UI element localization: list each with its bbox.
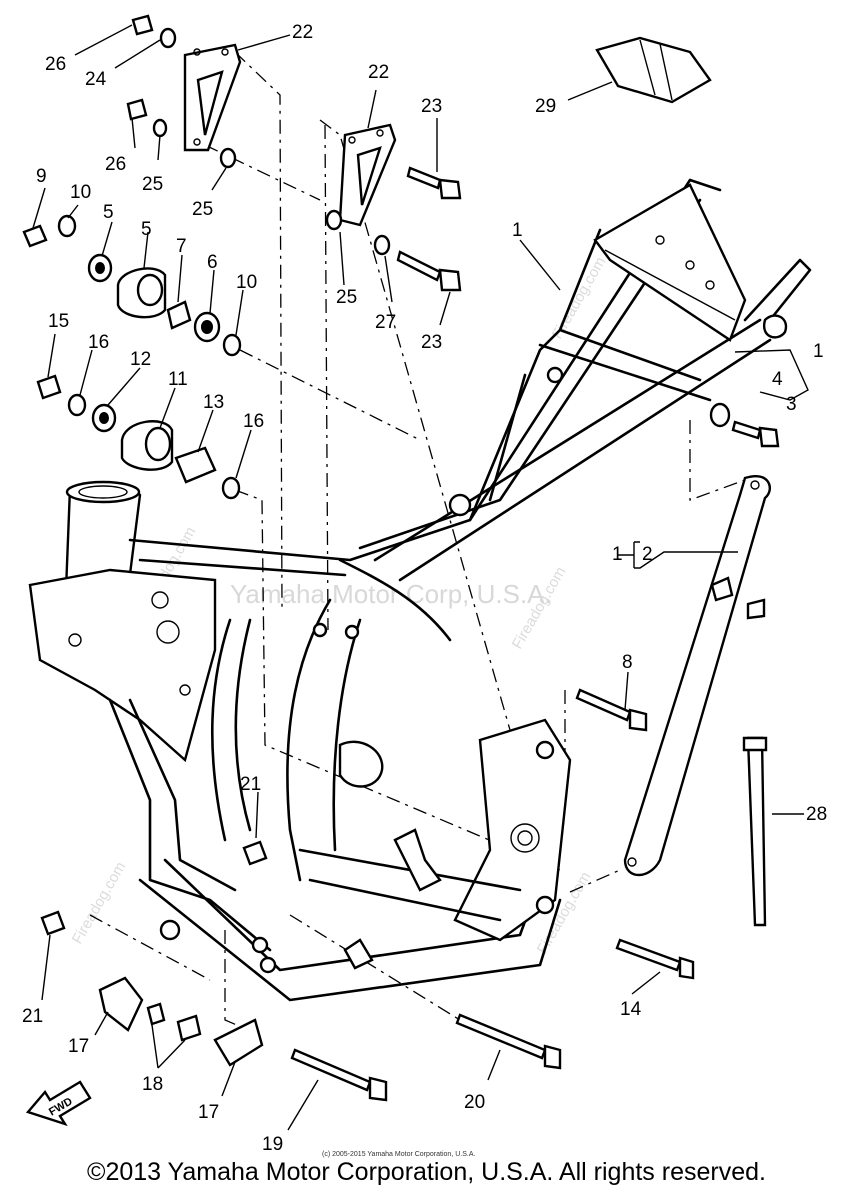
watermark-yamaha: Yamaha Motor Corp, U.S.A. (230, 579, 552, 609)
callout-26b: 26 (105, 154, 126, 175)
callout-29: 29 (535, 96, 556, 117)
callout-17b: 17 (198, 1102, 219, 1123)
callout-19: 19 (262, 1134, 283, 1155)
leader-lines (89, 51, 746, 1036)
cable-strap (742, 736, 768, 927)
callout-16a: 16 (88, 332, 109, 353)
hardware-lower (40, 840, 268, 1067)
callout-14: 14 (620, 999, 642, 1020)
callout-7: 7 (176, 236, 187, 257)
callout-1b: 1 (813, 341, 824, 362)
callout-24: 24 (85, 69, 107, 90)
hardware-left (22, 14, 780, 500)
callout-5b: 5 (141, 219, 152, 240)
callout-28: 28 (806, 804, 827, 825)
callout-5a: 5 (103, 202, 114, 223)
callout-10b: 10 (236, 272, 257, 293)
callout-25a: 25 (142, 174, 163, 195)
callout-22b: 22 (368, 62, 389, 83)
callout-21a: 21 (240, 774, 261, 795)
callout-25b: 25 (192, 199, 213, 220)
callout-17a: 17 (68, 1036, 89, 1057)
callout-2: 2 (642, 544, 653, 565)
callout-1c: 1 (612, 544, 623, 565)
main-frame (28, 178, 812, 1002)
fwd-arrow-icon: FWD (25, 1080, 92, 1127)
callouts: 26 24 22 26 25 25 22 23 29 9 10 5 5 7 6 … (22, 22, 827, 1155)
callout-16b: 16 (243, 411, 264, 432)
callout-4: 4 (772, 369, 783, 390)
bolt-23-lower (396, 250, 462, 292)
callout-20: 20 (464, 1092, 485, 1113)
watermark-site-4: Fireadog.com (69, 859, 130, 947)
callout-21b: 21 (22, 1006, 43, 1027)
callout-15: 15 (48, 311, 69, 332)
rubber-damper (595, 36, 712, 104)
long-bolts (290, 688, 695, 1102)
callout-26: 26 (45, 54, 66, 75)
copyright-notice: ©2013 Yamaha Motor Corporation, U.S.A. A… (87, 1158, 766, 1186)
callout-9: 9 (36, 166, 47, 187)
small-credit: (c) 2005-2015 Yamaha Motor Corporation, … (322, 1151, 475, 1158)
callout-12: 12 (130, 349, 151, 370)
engine-bracket-upper-right (338, 123, 397, 227)
callout-23b: 23 (421, 332, 442, 353)
callout-3: 3 (786, 394, 797, 415)
callout-18: 18 (142, 1074, 163, 1095)
callout-10a: 10 (70, 182, 91, 203)
callout-11: 11 (168, 369, 188, 390)
callout-23a: 23 (421, 96, 442, 117)
callout-1a: 1 (512, 220, 523, 241)
callout-22a: 22 (292, 22, 313, 43)
callout-25c: 25 (336, 287, 357, 308)
engine-bracket-upper-left (183, 43, 242, 152)
watermark-site-2: Fireadog.com (549, 254, 610, 342)
bolt-23-upper (406, 166, 462, 200)
callout-27: 27 (375, 312, 396, 333)
callout-6: 6 (207, 252, 218, 273)
callout-13: 13 (203, 392, 224, 413)
rear-frame-stay (623, 475, 771, 877)
callout-8: 8 (622, 652, 633, 673)
